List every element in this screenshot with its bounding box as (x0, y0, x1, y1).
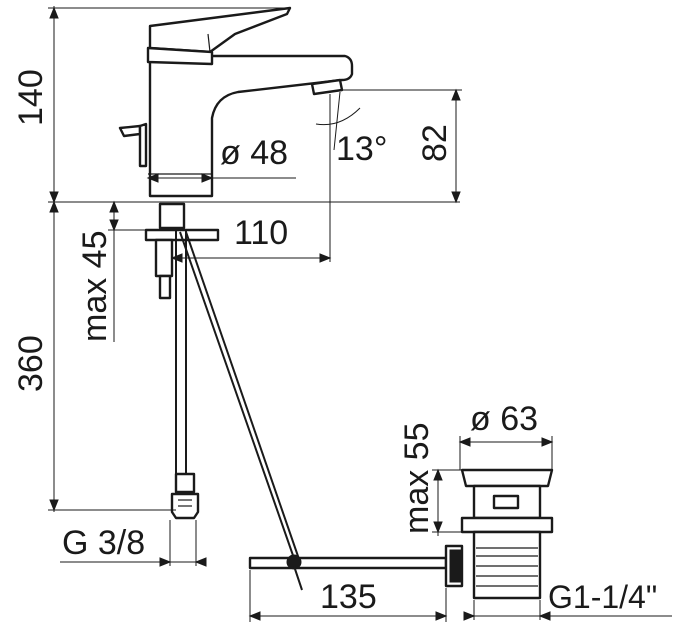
label-max-55: max 55 (398, 423, 436, 535)
dimension-lines (48, 6, 672, 622)
label-360: 360 (12, 335, 50, 392)
label-g1-1-4: G1-1/4" (548, 579, 657, 615)
label-waste-diameter: ø 63 (470, 400, 538, 438)
dimension-labels: 140 82 ø 48 13° 110 max 45 360 G 3/8 ø 6… (12, 69, 657, 616)
label-110: 110 (234, 214, 288, 252)
label-135: 135 (320, 578, 377, 616)
label-g-3-8: G 3/8 (62, 524, 145, 562)
label-max-45: max 45 (76, 231, 114, 343)
waste-fitting (444, 468, 554, 600)
label-spout-angle: 13° (336, 130, 387, 168)
arrowheads (49, 6, 554, 621)
label-body-diameter: ø 48 (220, 134, 288, 172)
label-82: 82 (416, 124, 454, 162)
label-140: 140 (12, 69, 50, 126)
